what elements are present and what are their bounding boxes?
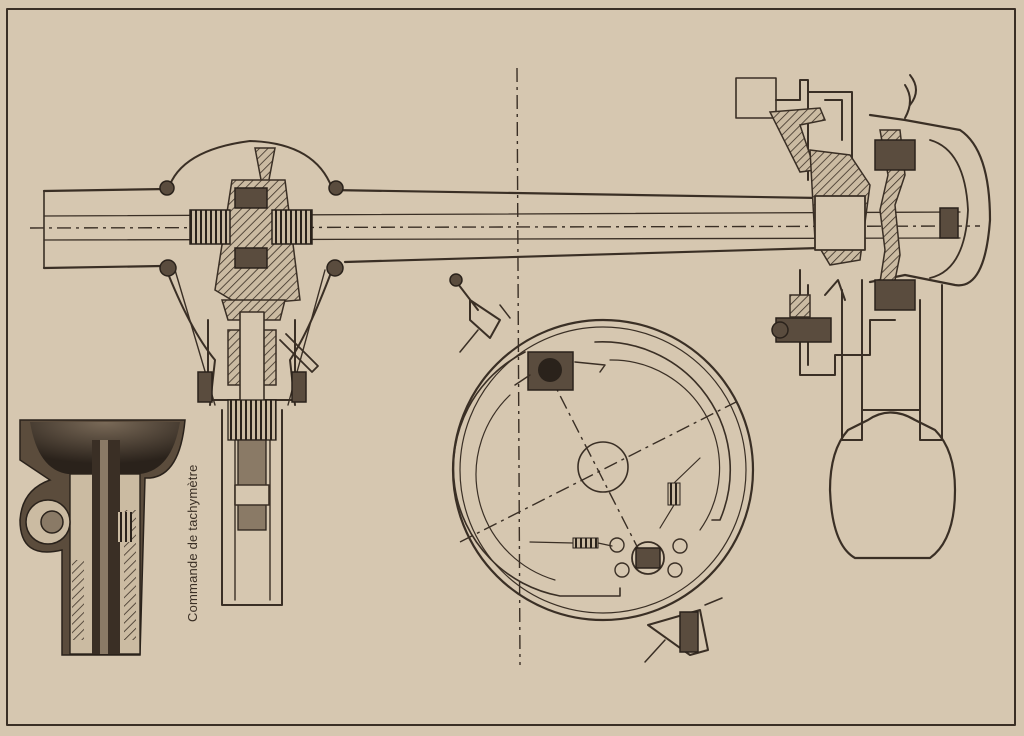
center-line [516, 67, 521, 666]
speedometer-drive-detail [19, 419, 186, 656]
differential-housing [159, 140, 344, 606]
drawing-frame [6, 8, 1016, 726]
bleeder-valve-lower [644, 597, 723, 663]
brake-drum [451, 318, 755, 622]
bleeder-valve-upper [449, 273, 511, 353]
wheel-hub [735, 74, 992, 560]
caption-speedometer-drive: Commande de tachymètre [185, 464, 200, 622]
